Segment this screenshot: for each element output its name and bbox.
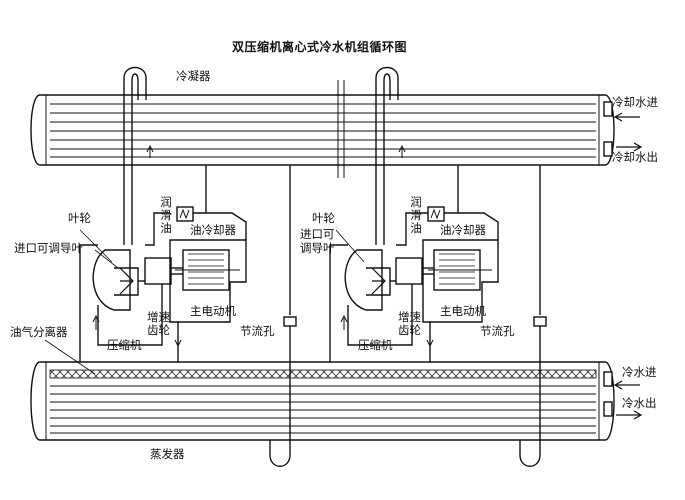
condenser-tubes — [50, 103, 596, 158]
condenser-label: 冷凝器 — [176, 69, 211, 83]
speed-gear-label-right-b: 齿轮 — [398, 323, 421, 337]
speed-gear-label-right-a: 增速 — [398, 310, 421, 324]
evaporator-tubes — [50, 385, 596, 434]
diagram-title: 双压缩机离心式冷水机组循环图 — [232, 40, 408, 54]
chilled-water-in-arrow — [613, 380, 640, 390]
inlet-guide-vane-label-right-a: 进口可 — [300, 227, 335, 241]
main-motor-label-left: 主电动机 — [190, 304, 236, 318]
condenser-shell — [30, 80, 615, 178]
speed-gear-label-left-a: 增速 — [147, 310, 170, 324]
compressor-label-left: 压缩机 — [107, 338, 142, 352]
impeller-label-right: 叶轮 — [312, 211, 335, 225]
cooling-water-out-arrow — [616, 142, 643, 152]
evaporator-liquid-layer — [49, 369, 597, 379]
compressor-label-right: 压缩机 — [358, 338, 393, 352]
speed-gear-label-left-b: 齿轮 — [147, 323, 170, 337]
cooling-water-in-arrow — [613, 112, 640, 122]
unit-right — [329, 66, 547, 467]
evaporator-label: 蒸发器 — [150, 447, 185, 461]
oil-cooler-label-right: 油冷却器 — [440, 223, 486, 237]
oil-separator-label: 油气分离器 — [10, 325, 68, 339]
cooling-water-out-label: 冷却水出 — [612, 150, 658, 164]
main-motor-label-right: 主电动机 — [440, 304, 486, 318]
condenser-water-arrows — [613, 112, 643, 152]
leader-lines — [44, 229, 365, 375]
lube-oil-label-right: 润滑油 — [410, 195, 422, 235]
evaporator-water-arrows — [613, 380, 643, 420]
inlet-guide-vane-label-right-b: 调导叶 — [300, 241, 335, 255]
oil-cooler-label-left: 油冷却器 — [190, 223, 236, 237]
impeller-label-left: 叶轮 — [68, 211, 91, 225]
inlet-guide-vane-label-left: 进口可调导叶 — [14, 241, 83, 255]
chilled-water-out-arrow — [616, 410, 643, 420]
chilled-water-in-label: 冷水进 — [622, 365, 657, 379]
orifice-label-right: 节流孔 — [480, 324, 515, 338]
cooling-water-in-label: 冷却水进 — [612, 95, 658, 109]
unit-left — [79, 66, 297, 467]
evaporator-shell — [30, 361, 615, 441]
chilled-water-out-label: 冷水出 — [622, 396, 657, 410]
lube-oil-label-left: 润滑油 — [160, 195, 172, 235]
orifice-label-left: 节流孔 — [240, 324, 275, 338]
